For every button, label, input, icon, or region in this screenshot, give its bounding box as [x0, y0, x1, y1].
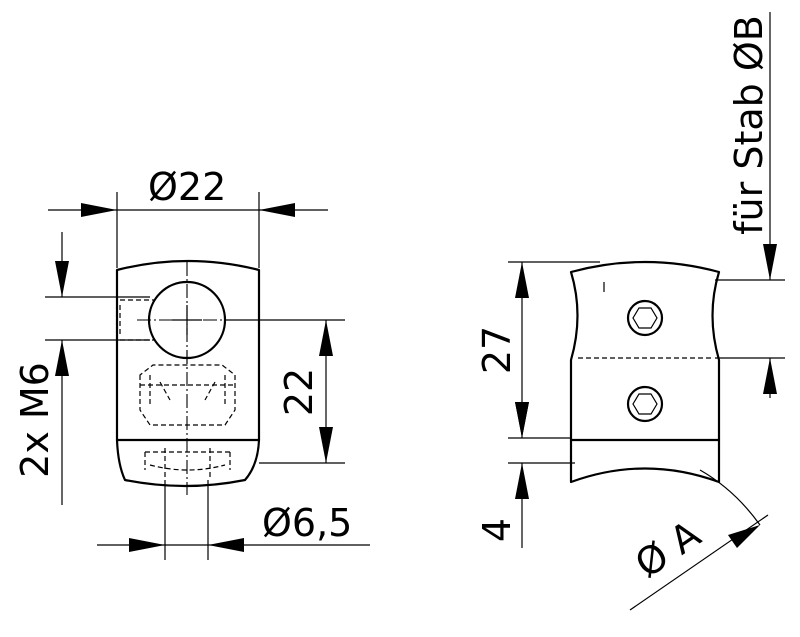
thread-label-m6: 2x M6 — [13, 362, 57, 478]
dim-27: 27 — [475, 326, 519, 374]
left-body-outline — [115, 259, 261, 488]
right-body-outline — [569, 260, 721, 484]
left-view — [45, 192, 370, 560]
upper-screw — [626, 299, 664, 337]
dim-dia-6-5: Ø6,5 — [262, 501, 352, 545]
right-view — [508, 12, 785, 611]
dim-22: 22 — [277, 368, 321, 416]
rod-label: für Stab ØB — [727, 15, 771, 235]
dim-dia-22: Ø22 — [148, 165, 226, 209]
dim-dia-a: Ø A — [627, 512, 708, 586]
hidden-threads — [119, 299, 236, 478]
dim-4: 4 — [475, 518, 519, 542]
lower-screw — [626, 385, 664, 423]
